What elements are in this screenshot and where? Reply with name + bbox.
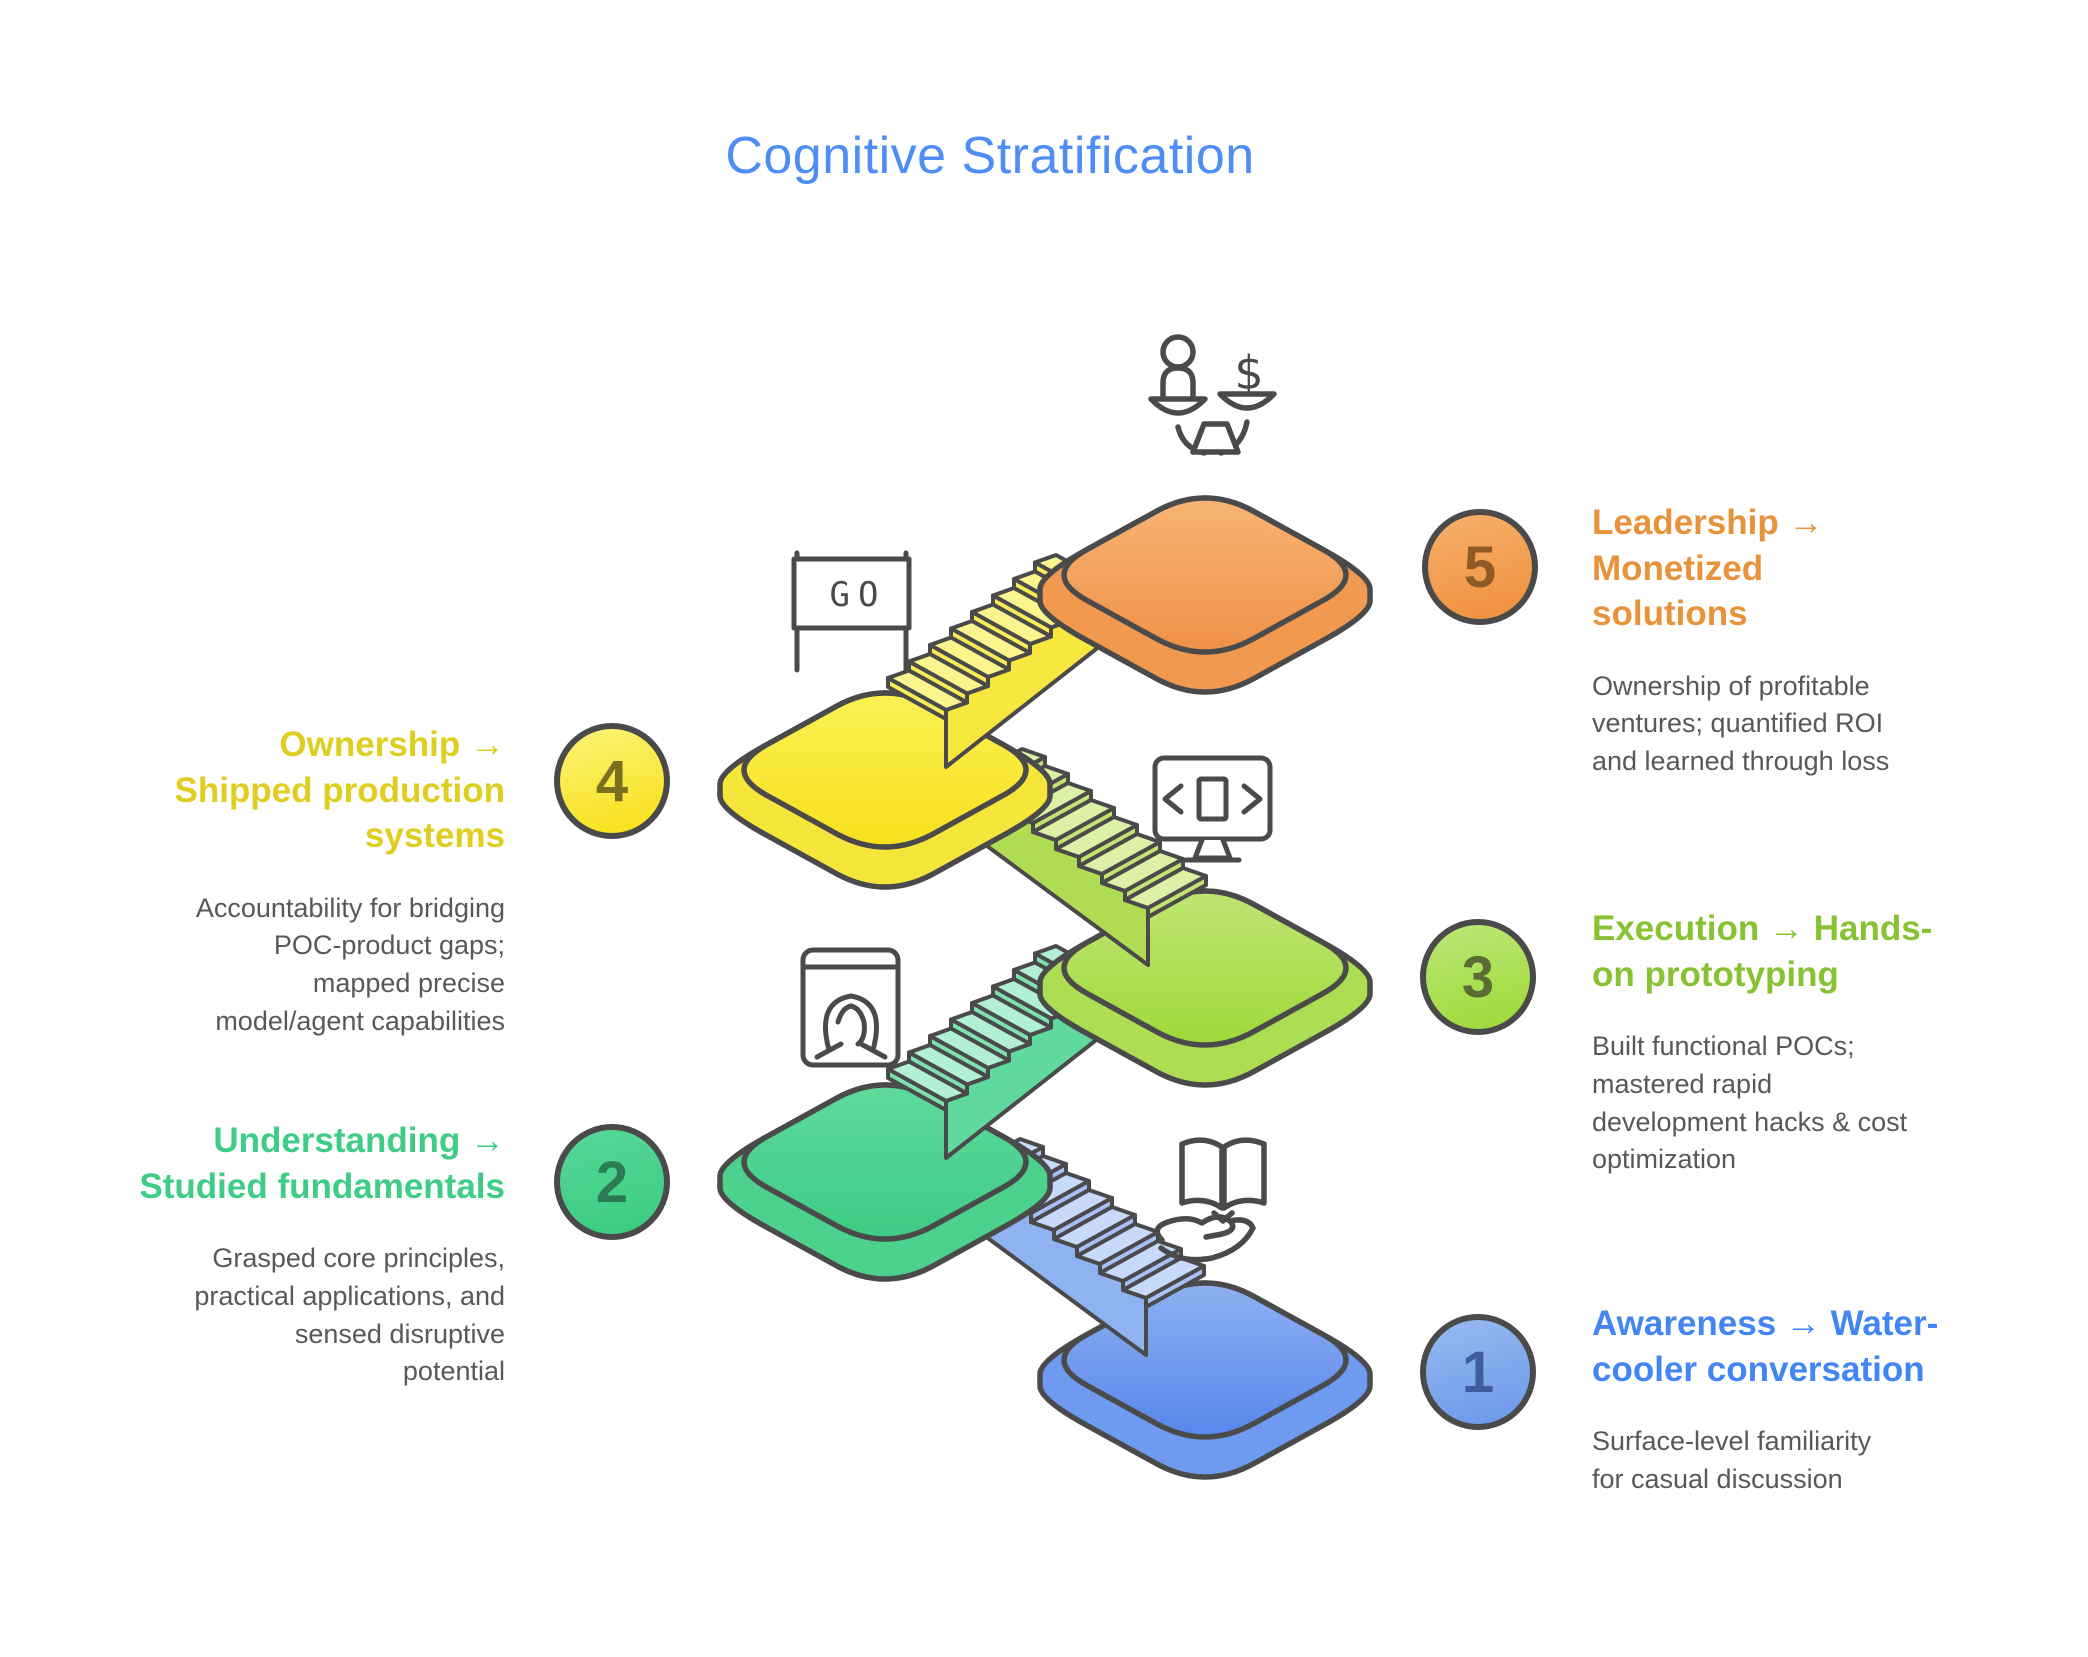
hand-palm [1158,1217,1256,1263]
portrait-shoulders [814,1041,888,1060]
platform-level-5 [1037,495,1373,695]
badge-3-number: 3 [1461,944,1495,1010]
level-4-heading: Ownership → Shipped production systems [174,725,505,855]
level-5-heading: Leadership → Monetized solutions [1592,503,1824,633]
scale-right-pan [1217,391,1277,411]
portrait-book-icon [800,947,901,1068]
badge-level-3: 3 [1420,919,1536,1035]
scale-base [1190,421,1241,455]
badge-5-number: 5 [1463,534,1497,600]
code-angle-left [1162,783,1184,815]
badge-level-4: 4 [554,723,670,839]
balance-scale-icon: $ [1148,334,1277,456]
level-2-text: Understanding → Studied fundamentals Gra… [85,1118,505,1391]
portrait-hair [823,993,879,1053]
level-3-description: Built functional POCs; mastered rapid de… [1592,1031,1908,1175]
open-book-right-page [1221,1137,1267,1211]
badge-level-2: 2 [554,1124,670,1240]
badge-2-number: 2 [595,1149,629,1215]
badge-1-number: 1 [1461,1339,1495,1405]
monitor-stand [1192,837,1233,861]
level-5-description: Ownership of profitable ventures; quanti… [1592,670,1890,777]
level-4-description: Accountability for bridging POC-product … [195,892,505,1036]
code-angle-right [1241,783,1263,815]
level-3-heading: Execution → Hands- on prototyping [1592,909,1933,994]
code-block [1196,776,1229,822]
book-over-hand-icon [1154,1137,1267,1263]
scale-person-body [1160,365,1196,401]
page-title: Cognitive Stratification [725,127,1255,185]
staircase-structure [717,495,1373,1480]
badge-4-number: 4 [595,748,629,814]
level-5-text: Leadership → Monetized solutions Ownersh… [1592,500,2052,781]
level-4-text: Ownership → Shipped production systems A… [85,722,505,1041]
level-3-text: Execution → Hands- on prototyping Built … [1592,906,2052,1179]
badge-level-5: 5 [1422,509,1538,625]
badge-level-1: 1 [1420,1314,1536,1430]
level-1-text: Awareness → Water- cooler conversation S… [1592,1301,2052,1499]
monitor-screen [1152,755,1273,842]
go-sign-label: GO [830,575,887,615]
scale-left-pan [1148,396,1208,416]
level-1-heading: Awareness → Water- cooler conversation [1592,1304,1939,1389]
level-2-description: Grasped core principles, practical appli… [194,1243,505,1387]
portrait-face [835,1003,867,1047]
code-monitor-icon [1152,755,1273,863]
open-book-left-page [1179,1137,1225,1211]
go-sign-board [791,556,912,631]
level-2-heading: Understanding → Studied fundamentals [139,1121,505,1206]
dollar-sign: $ [1234,346,1263,400]
scale-person-head [1160,334,1196,370]
level-1-description: Surface-level familiarity for casual dis… [1592,1426,1872,1494]
go-sign: GO [791,550,912,673]
hand-fingers [1154,1214,1236,1243]
